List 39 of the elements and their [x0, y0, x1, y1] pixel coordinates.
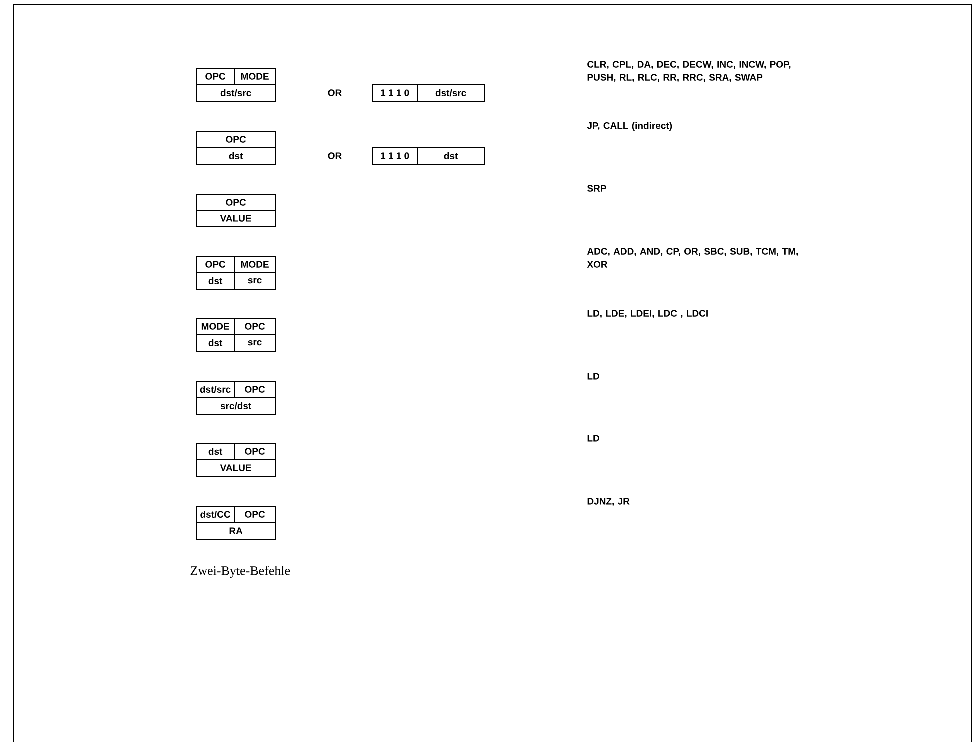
instruction-list: DJNZ, JR — [588, 498, 630, 506]
field-cell: src/dst — [196, 397, 276, 416]
field-cell: OPC — [234, 443, 276, 460]
field-cell: dst — [196, 443, 236, 460]
field-cell: OPC — [234, 506, 276, 524]
instruction-list: CLR, CPL, DA, DEC, DECW, INC, INCW, POP, PUSH, RL, RLC, RR, RRC, SRA, SWAP — [588, 61, 791, 82]
or-label: OR — [328, 152, 342, 160]
instruction-list: SRP — [587, 185, 606, 192]
field-cell: OPC — [196, 131, 276, 148]
field-cell: VALUE — [196, 210, 276, 228]
field-cell: dst/CC — [196, 506, 236, 524]
field-cell: dst — [196, 272, 236, 290]
field-cell: VALUE — [196, 459, 276, 478]
field-cell: 1 1 1 0 — [372, 147, 418, 166]
instruction-list: LD, LDE, LDEI, LDC , LDCI — [588, 310, 708, 318]
instruction-list: LD — [588, 435, 600, 442]
field-cell: OPC — [196, 256, 236, 274]
field-cell: 1 1 1 0 — [372, 84, 418, 102]
field-cell: OPC — [196, 68, 236, 86]
field-cell: dst/src — [196, 84, 276, 102]
instruction-list: ADC, ADD, AND, CP, OR, SBC, SUB, TCM, TM, XOR — [587, 248, 798, 268]
field-cell: dst/src — [417, 84, 486, 102]
instruction-list: JP, CALL (indirect) — [587, 122, 672, 132]
instruction-list: LD — [588, 373, 600, 380]
field-cell: OPC — [234, 318, 276, 336]
or-label: OR — [328, 90, 342, 96]
field-cell: src — [234, 272, 276, 290]
field-cell: RA — [196, 522, 276, 540]
field-cell: src — [234, 334, 276, 352]
field-cell: MODE — [196, 318, 236, 336]
field-cell: OPC — [196, 194, 276, 212]
field-cell: dst/src — [196, 381, 236, 398]
caption: Zwei-Byte-Befehle — [190, 566, 290, 578]
field-cell: OPC — [234, 381, 276, 398]
field-cell: dst — [196, 334, 236, 352]
field-cell: MODE — [234, 68, 276, 86]
field-cell: dst — [196, 147, 276, 166]
field-cell: MODE — [234, 256, 276, 274]
field-cell: dst — [417, 147, 486, 166]
